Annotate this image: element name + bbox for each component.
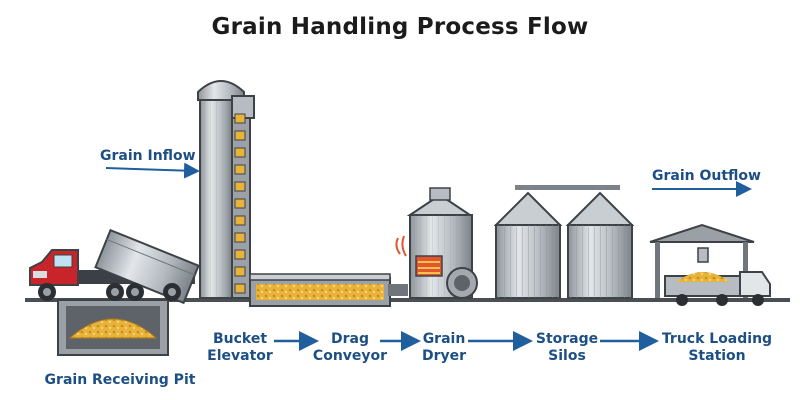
bucket-elevator <box>197 80 255 299</box>
elevator-bucket <box>234 232 246 243</box>
step-label-line2: Elevator <box>207 348 273 364</box>
grain-inflow-label: Grain Inflow <box>100 148 196 164</box>
step-label-line1: Truck Loading <box>661 331 773 347</box>
elevator-bucket <box>234 130 246 141</box>
receiving-pit <box>57 299 169 356</box>
grain-dryer <box>395 187 478 299</box>
elevator-bucket <box>234 181 246 192</box>
elevator-buckets <box>234 113 246 294</box>
step-label-line1: Storage <box>535 331 599 347</box>
truck-loading-station <box>649 223 771 306</box>
step-label-line1: Drag <box>331 331 369 347</box>
elevator-bucket <box>234 266 246 277</box>
grain-outflow-label: Grain Outflow <box>652 168 761 184</box>
elevator-bucket <box>234 164 246 175</box>
inflow-arrow <box>105 162 200 179</box>
step-label-line2: Station <box>688 348 746 364</box>
step-label-line1: Grain <box>422 331 466 347</box>
dump-truck <box>29 228 200 305</box>
step-label-drag-conveyor: Drag Conveyor <box>310 331 390 365</box>
grain-receiving-pit-label: Grain Receiving Pit <box>44 372 196 388</box>
step-label-storage-silos: Storage Silos <box>527 331 607 365</box>
step-label-line2: Conveyor <box>312 348 388 364</box>
elevator-bucket <box>234 113 246 124</box>
step-label-grain-dryer: Grain Dryer <box>409 331 479 365</box>
elevator-bucket <box>234 249 246 260</box>
elevator-bucket <box>234 283 246 294</box>
ground-line <box>25 298 790 302</box>
step-label-line2: Silos <box>548 348 586 364</box>
step-label-truck-loading-station: Truck Loading Station <box>652 331 782 365</box>
elevator-bucket <box>234 147 246 158</box>
step-label-bucket-elevator: Bucket Elevator <box>200 331 280 365</box>
step-label-line1: Bucket <box>212 331 268 347</box>
step-label-line2: Dryer <box>421 348 467 364</box>
elevator-bucket <box>234 215 246 226</box>
storage-silos <box>493 185 635 299</box>
drag-conveyor <box>249 273 408 307</box>
elevator-bucket <box>234 198 246 209</box>
diagram-title: Grain Handling Process Flow <box>211 14 589 40</box>
